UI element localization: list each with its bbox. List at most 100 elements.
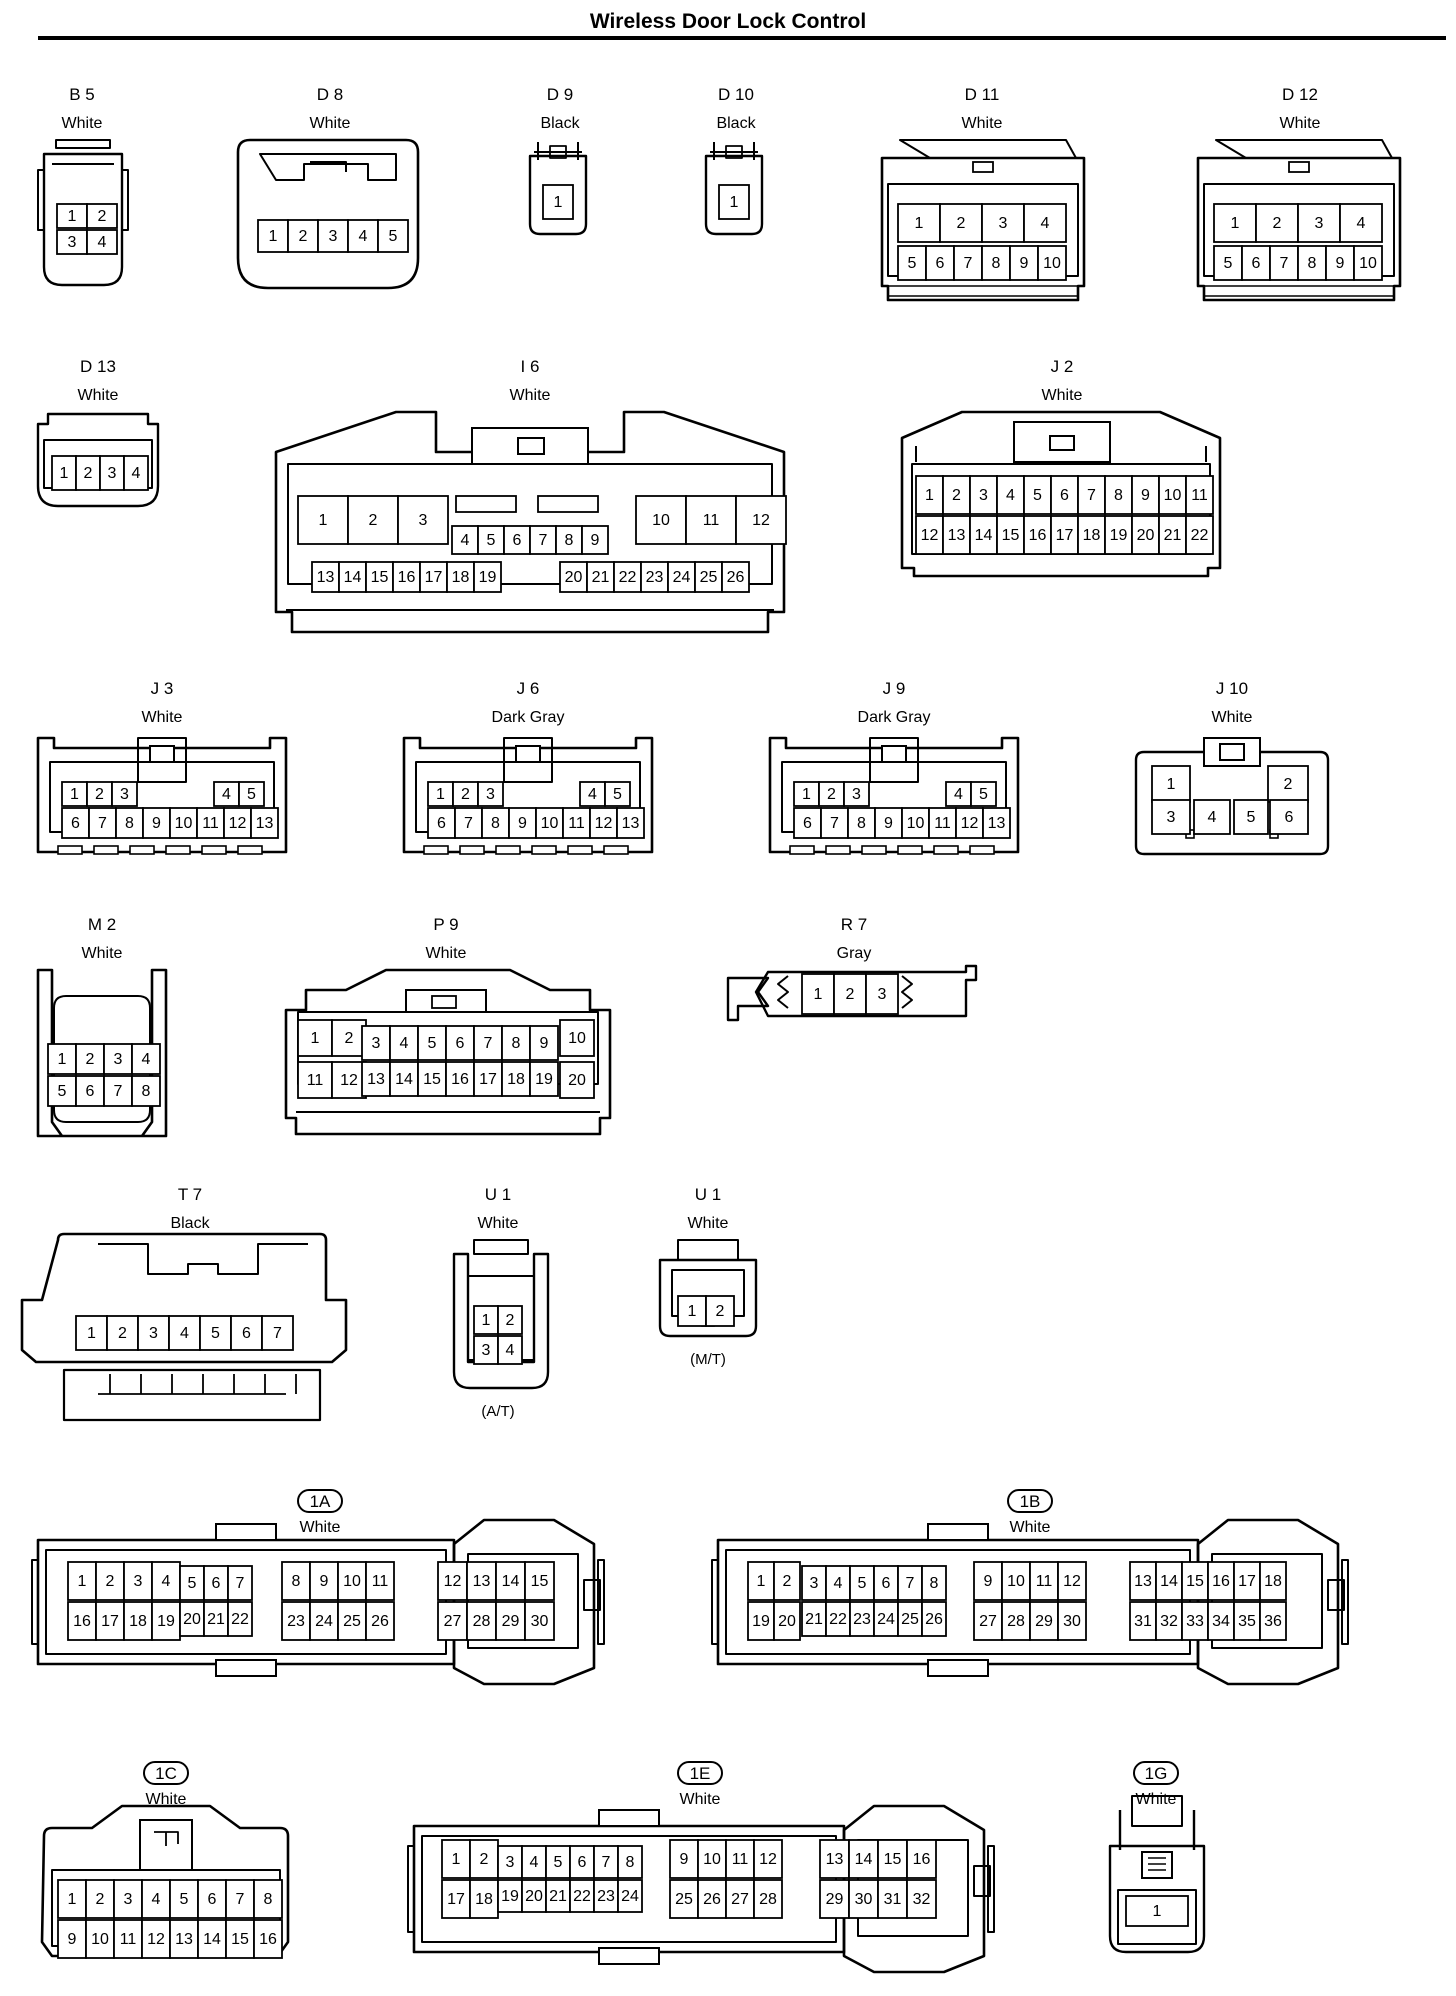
pin-number: 11 (732, 1851, 749, 1868)
pin-number: 24 (673, 569, 691, 586)
connector-code: 1C (155, 1764, 177, 1783)
pin-number: 9 (1020, 255, 1029, 272)
pin-cell (75, 1315, 108, 1351)
pin-cell (131, 1043, 161, 1075)
pin-number: 11 (372, 1573, 389, 1590)
pin-cell (915, 515, 944, 555)
pin-number: 13 (473, 1573, 491, 1590)
pin-number: 1 (452, 1851, 461, 1868)
pin-number: 12 (595, 815, 613, 832)
pin-number: 6 (1285, 809, 1294, 826)
pin-cell (982, 807, 1011, 839)
pin-number: 2 (783, 1573, 792, 1590)
pin-number: 27 (731, 1891, 749, 1908)
pin-cell (397, 495, 449, 545)
pin-number: 1 (68, 208, 77, 225)
pin-number: 7 (484, 1035, 493, 1052)
pin-number: 30 (531, 1613, 549, 1630)
pin-cell (151, 1561, 181, 1601)
pin-cell (848, 1879, 879, 1919)
pin-number: 1 (1153, 1903, 1162, 1920)
title-rule (38, 36, 1446, 40)
pin-number: 17 (1238, 1573, 1256, 1590)
pin-cell (225, 1919, 255, 1959)
pin-cell (437, 1561, 468, 1601)
pin-cell (801, 973, 835, 1015)
pin-number: 29 (1035, 1613, 1053, 1630)
pin-cell (199, 1315, 232, 1351)
pin-number: 14 (344, 569, 362, 586)
pin-cell (1297, 203, 1341, 243)
connector-code: D 11 (965, 85, 1000, 104)
pin-cell (253, 1879, 283, 1919)
pin-number: 3 (134, 1573, 143, 1590)
connector-color: White (426, 945, 467, 962)
pin-number: 1 (482, 1312, 491, 1329)
pin-number: 5 (389, 228, 398, 245)
pin-number: 7 (464, 815, 473, 832)
pin-number: 1 (87, 1325, 96, 1342)
pin-number: 10 (568, 1030, 586, 1047)
pin-number: 2 (118, 1325, 127, 1342)
connector-color: White (82, 945, 123, 962)
connector-color: Gray (837, 945, 872, 962)
pin-number: 5 (58, 1083, 67, 1100)
pin-number: 1 (60, 465, 69, 482)
pin-cell (616, 807, 645, 839)
connector-code: U 1 (485, 1185, 511, 1204)
connector-color: White (962, 115, 1003, 132)
pin-number: 14 (1160, 1573, 1178, 1590)
pin-cell (617, 1879, 643, 1913)
pin-cell (1185, 515, 1214, 555)
pin-number: 27 (979, 1613, 997, 1630)
pin-number: 23 (853, 1611, 871, 1628)
pin-cell (1050, 475, 1079, 515)
pin-number: 9 (1141, 487, 1150, 504)
pin-number: 3 (149, 1325, 158, 1342)
pin-number: 6 (578, 1854, 587, 1871)
connector-code: 1A (310, 1492, 331, 1511)
pin-cell (877, 1839, 908, 1879)
pin-cell (1151, 799, 1191, 835)
pin-number: 23 (646, 569, 664, 586)
pin-cell (1255, 203, 1299, 243)
pin-cell (725, 1839, 755, 1879)
pin-number: 8 (1114, 487, 1123, 504)
pin-number: 12 (921, 527, 939, 544)
pin-cell (897, 1565, 923, 1601)
pin-cell (915, 475, 944, 515)
pin-number: 23 (287, 1613, 305, 1630)
pin-cell (753, 1879, 783, 1919)
pin-cell (250, 807, 279, 839)
pin-cell (559, 561, 588, 593)
pin-number: 5 (1224, 255, 1233, 272)
pin-cell (67, 1561, 97, 1601)
pin-cell (747, 1561, 775, 1601)
connector-color: White (142, 709, 183, 726)
pin-number: 2 (952, 487, 961, 504)
pin-number: 13 (175, 1931, 193, 1948)
pin-number: 4 (180, 1325, 189, 1342)
pin-cell (793, 807, 822, 839)
pin-cell (617, 1845, 643, 1879)
pin-cell (897, 1601, 923, 1637)
pin-number: 13 (622, 815, 640, 832)
pin-cell (253, 1919, 283, 1959)
pin-number: 3 (482, 1342, 491, 1359)
pin-number: 11 (934, 815, 951, 832)
pin-cell (469, 1879, 499, 1919)
pin-number: 4 (152, 1891, 161, 1908)
pin-number: 12 (147, 1931, 165, 1948)
pin-number: 3 (124, 1891, 133, 1908)
pin-number: 2 (461, 786, 470, 803)
pin-cell (1213, 245, 1243, 281)
pin-number: 5 (858, 1575, 867, 1592)
pin-number: 4 (1041, 215, 1050, 232)
pin-number: 8 (142, 1083, 151, 1100)
pin-number: 25 (700, 569, 718, 586)
pin-cell (1029, 1561, 1059, 1601)
pin-cell (1259, 1561, 1287, 1601)
pin-number: 31 (884, 1891, 902, 1908)
